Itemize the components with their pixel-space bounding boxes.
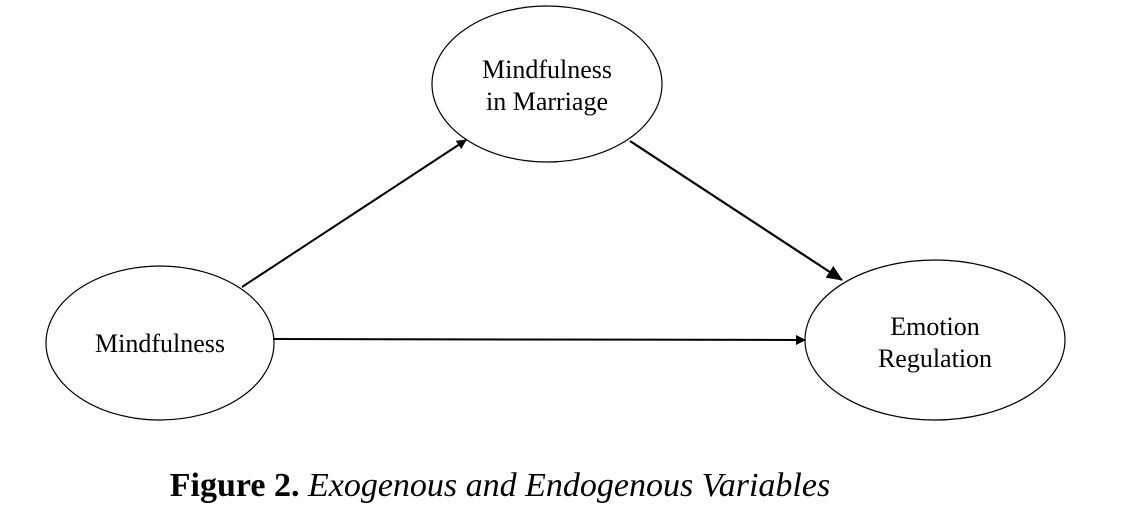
figure-title: Exogenous and Endogenous Variables bbox=[307, 467, 831, 504]
node-label-line: Emotion bbox=[890, 312, 980, 341]
node-mindfulness bbox=[45, 265, 275, 421]
node-label-line: in Marriage bbox=[485, 87, 608, 116]
node-label-emotion-regulation: Emotion Regulation bbox=[825, 309, 1045, 377]
node-mindfulness-in-marriage bbox=[431, 5, 663, 163]
figure-number: Figure 2. bbox=[169, 467, 308, 504]
edge-marriage-to-emotion bbox=[629, 140, 843, 281]
node-label-mindfulness-in-marriage: Mindfulness in Marriage bbox=[447, 52, 647, 120]
node-label-mindfulness: Mindfulness bbox=[60, 326, 260, 362]
edge-mindfulness-to-marriage bbox=[241, 139, 467, 288]
node-label-line: Mindfulness bbox=[95, 329, 225, 358]
node-label-line: Regulation bbox=[877, 344, 993, 373]
edge-mindfulness-to-emotion bbox=[272, 334, 806, 345]
node-label-line: Mindfulness bbox=[482, 55, 612, 84]
figure-caption: Figure 2. Exogenous and Endogenous Varia… bbox=[0, 466, 1000, 506]
